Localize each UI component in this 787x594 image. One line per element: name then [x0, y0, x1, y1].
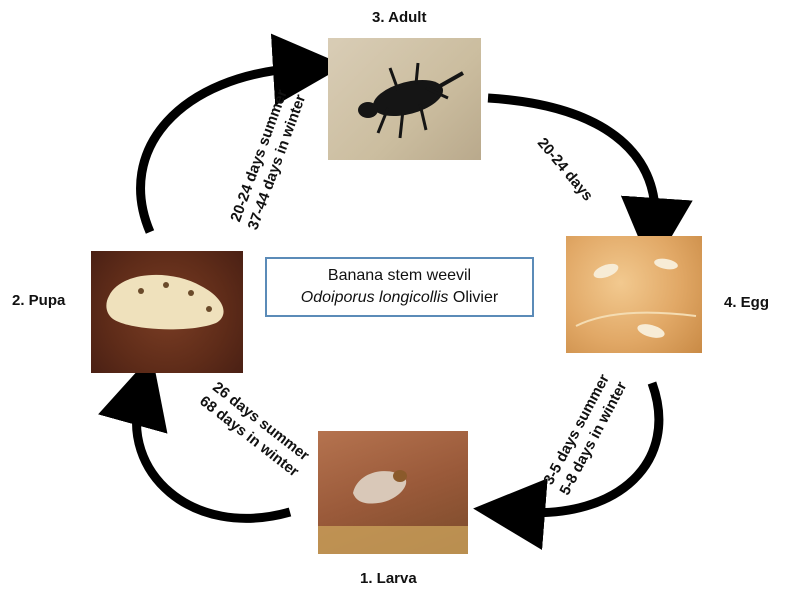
pupa-photo	[91, 251, 243, 373]
stage-label-pupa: 2. Pupa	[12, 292, 65, 309]
pupa-icon	[91, 251, 243, 373]
stage-label-egg: 4. Egg	[724, 294, 769, 311]
scientific-name: Odoiporus longicollis	[301, 289, 449, 306]
weevil-icon	[328, 38, 481, 160]
adult-photo	[328, 38, 481, 160]
egg-photo	[566, 236, 702, 353]
stage-label-adult: 3. Adult	[372, 9, 426, 26]
larva-photo	[318, 431, 468, 554]
common-name: Banana stem weevil	[267, 265, 532, 287]
author: Olivier	[453, 289, 498, 306]
egg-icon	[566, 236, 702, 353]
scientific-name-line: Odoiporus longicollis Olivier	[267, 287, 532, 309]
stage-label-larva: 1. Larva	[360, 570, 417, 587]
species-title-box: Banana stem weevil Odoiporus longicollis…	[265, 257, 534, 317]
arrow-adult-to-egg	[488, 98, 655, 225]
larva-icon	[318, 431, 468, 554]
